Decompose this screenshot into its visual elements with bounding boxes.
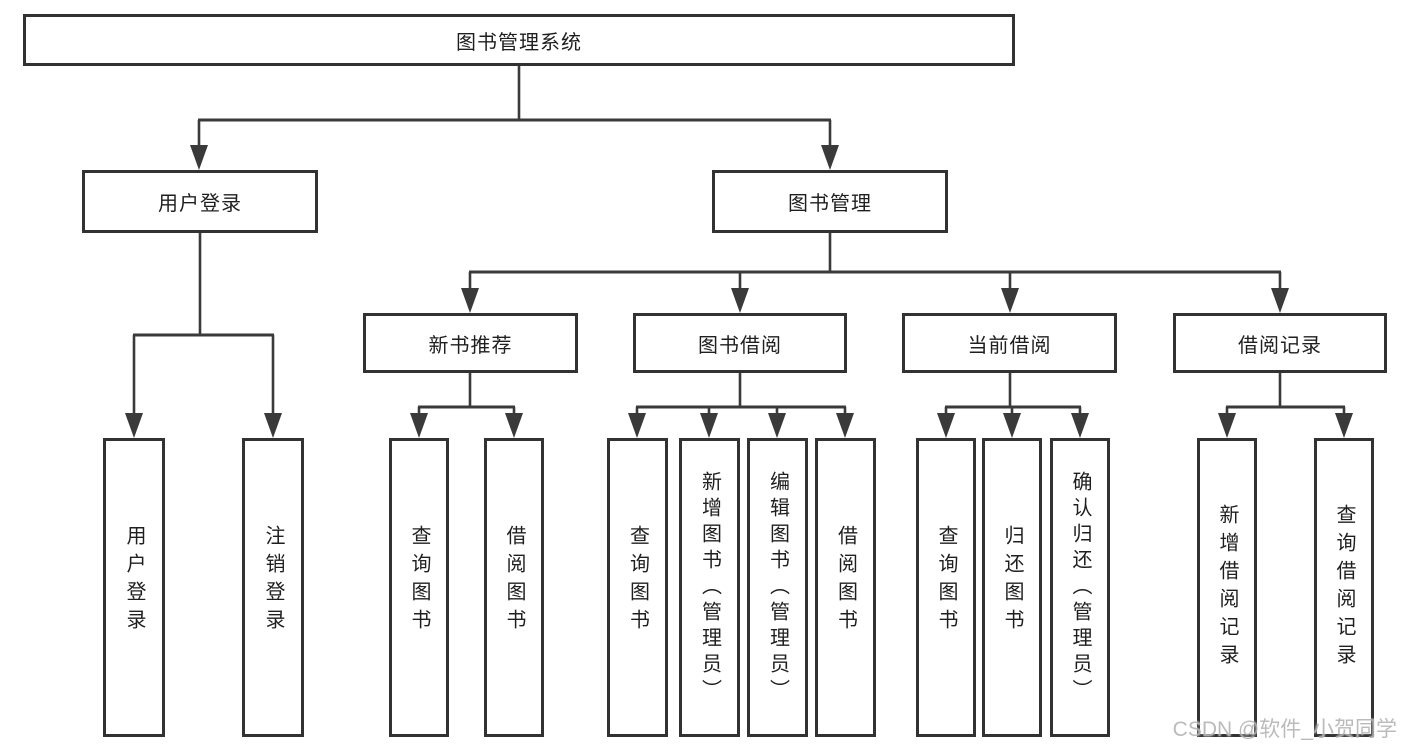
leaf-label: 新增图书（管理员） [698, 470, 721, 705]
leaf-return-books: 归还图书 [982, 438, 1042, 737]
leaf-add-borrow-record: 新增借阅记录 [1197, 438, 1257, 737]
node-label: 图书管理 [788, 193, 872, 215]
leaf-label: 查询图书 [935, 524, 957, 637]
leaf-edit-books-admin: 编辑图书（管理员） [747, 438, 808, 737]
node-label: 借阅记录 [1238, 334, 1322, 357]
leaf-add-books-admin: 新增图书（管理员） [679, 438, 740, 737]
node-user-login-branch: 用户登录 [82, 170, 318, 233]
leaf-label: 编辑图书（管理员） [766, 470, 789, 705]
leaf-logout: 注销登录 [242, 438, 304, 737]
leaf-label: 用户登录 [123, 524, 145, 637]
leaf-label: 借阅图书 [834, 524, 857, 637]
watermark: CSDN @软件_小贺同学 [1172, 718, 1397, 741]
node-label: 图书管理系统 [456, 31, 582, 54]
node-borrow-records: 借阅记录 [1173, 313, 1387, 373]
leaf-label: 确认归还（管理员） [1069, 470, 1091, 705]
node-new-book-recommend: 新书推荐 [363, 313, 578, 373]
leaf-label: 归还图书 [1001, 524, 1023, 637]
node-library-system: 图书管理系统 [23, 14, 1015, 66]
node-label: 新书推荐 [428, 334, 513, 357]
leaf-label: 查询图书 [626, 524, 649, 637]
leaf-label: 新增借阅记录 [1216, 503, 1238, 672]
node-label: 用户登录 [158, 193, 242, 215]
leaf-user-login: 用户登录 [103, 438, 165, 737]
leaf-borrow-books-1: 借阅图书 [484, 438, 544, 737]
leaf-borrow-books-2: 借阅图书 [815, 438, 876, 737]
leaf-query-books-2: 查询图书 [607, 438, 668, 737]
leaf-label: 借阅图书 [503, 524, 525, 637]
leaf-label: 注销登录 [262, 524, 284, 637]
node-book-management-branch: 图书管理 [712, 170, 948, 233]
leaf-query-books-3: 查询图书 [916, 438, 976, 737]
node-label: 图书借阅 [698, 334, 782, 357]
node-book-borrowing: 图书借阅 [633, 313, 847, 373]
leaf-confirm-return-admin: 确认归还（管理员） [1050, 438, 1110, 737]
leaf-label: 查询图书 [408, 524, 430, 637]
leaf-label: 查询借阅记录 [1333, 503, 1355, 672]
node-current-borrowing: 当前借阅 [902, 313, 1117, 373]
leaf-query-books-1: 查询图书 [389, 438, 449, 737]
leaf-query-borrow-record: 查询借阅记录 [1314, 438, 1374, 737]
node-label: 当前借阅 [967, 334, 1052, 357]
